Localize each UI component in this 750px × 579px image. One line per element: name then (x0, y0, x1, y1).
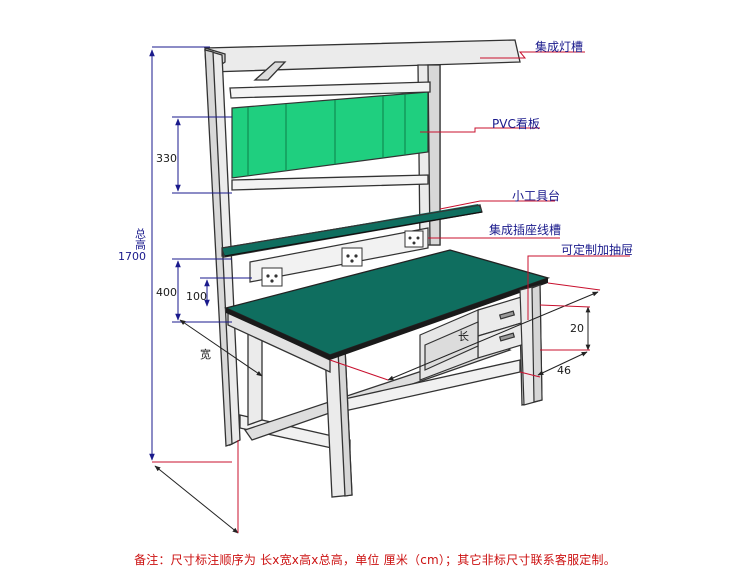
dim-shelf-height: 400 (156, 286, 177, 299)
pvc-board (231, 91, 429, 179)
socket-trough (249, 227, 429, 287)
dim-trough-height: 100 (186, 290, 207, 303)
plan-dimension-lines (154, 291, 599, 534)
socket-outlet-icon (341, 247, 363, 267)
callout-pvc-board: PVC看板 (492, 117, 540, 131)
callout-socket-trough: 集成插座线槽 (489, 222, 561, 237)
dim-drawer-depth: 46 (557, 364, 571, 377)
callout-drawer: 可定制加抽屉 (561, 242, 633, 257)
dimension-lines (149, 46, 252, 463)
plan-extension-lines (237, 282, 601, 533)
footnote: 备注：尺寸标注顺序为 长x宽x高x总高，单位 厘米（cm）；其它非标尺寸联系客服… (134, 553, 616, 567)
dim-total-height-value: 1700 (118, 250, 146, 263)
dim-length-label: 长 (458, 330, 469, 343)
socket-outlet-icon (404, 230, 424, 248)
dim-drawer-height: 20 (570, 322, 584, 335)
dim-width-label: 宽 (200, 347, 211, 361)
dim-panel-height: 330 (156, 152, 177, 165)
callout-light-trough: 集成灯槽 (535, 39, 583, 54)
callout-small-tool-shelf: 小工具台 (512, 188, 560, 203)
socket-outlet-icon (261, 267, 283, 287)
dim-total-height-label: 总高 (134, 227, 147, 251)
small-tool-shelf (221, 204, 483, 258)
